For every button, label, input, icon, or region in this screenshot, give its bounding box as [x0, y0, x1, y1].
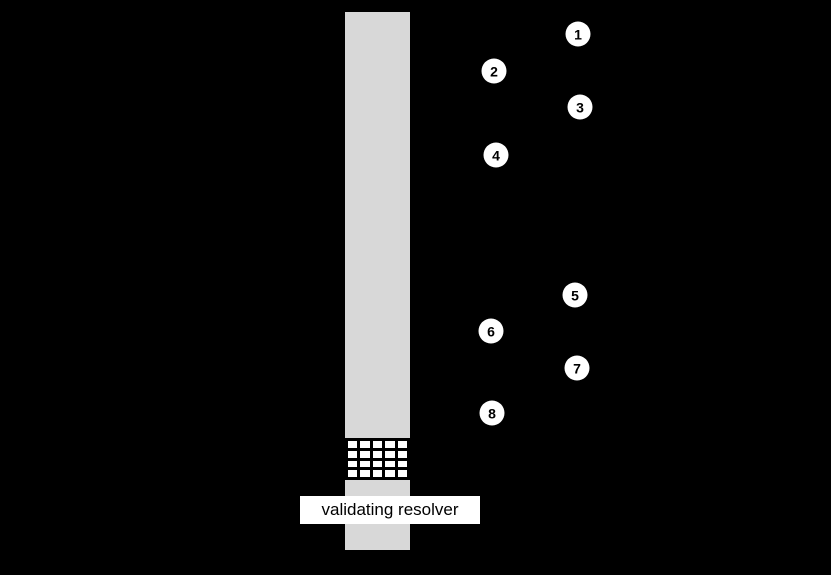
- firewall-cell: [397, 441, 407, 448]
- firewall-cell: [360, 460, 370, 468]
- resolver-label: validating resolver: [300, 496, 480, 524]
- firewall-cell: [385, 470, 395, 477]
- resolver-label-text: validating resolver: [321, 500, 459, 519]
- step-marker-8: 8: [479, 400, 505, 426]
- firewall-cell: [372, 441, 383, 448]
- firewall-cell: [372, 450, 383, 458]
- firewall-cell: [385, 450, 395, 458]
- firewall-cell: [348, 470, 358, 477]
- step-marker-3: 3: [567, 94, 593, 120]
- step-marker-1: 1: [565, 21, 591, 47]
- firewall-cell: [348, 450, 358, 458]
- step-marker-2: 2: [481, 58, 507, 84]
- firewall-grid-icon: [345, 438, 410, 480]
- step-marker-4: 4: [483, 142, 509, 168]
- firewall-cell: [348, 441, 358, 448]
- step-marker-7: 7: [564, 355, 590, 381]
- step-marker-6: 6: [478, 318, 504, 344]
- firewall-cell: [360, 450, 370, 458]
- firewall-cell: [397, 460, 407, 468]
- firewall-cell: [385, 460, 395, 468]
- firewall-cell: [397, 450, 407, 458]
- firewall-cell: [360, 470, 370, 477]
- firewall-cell: [372, 470, 383, 477]
- firewall-cell: [348, 460, 358, 468]
- firewall-cell: [385, 441, 395, 448]
- firewall-cell: [360, 441, 370, 448]
- firewall-cell: [372, 460, 383, 468]
- firewall-cell: [397, 470, 407, 477]
- step-marker-5: 5: [562, 282, 588, 308]
